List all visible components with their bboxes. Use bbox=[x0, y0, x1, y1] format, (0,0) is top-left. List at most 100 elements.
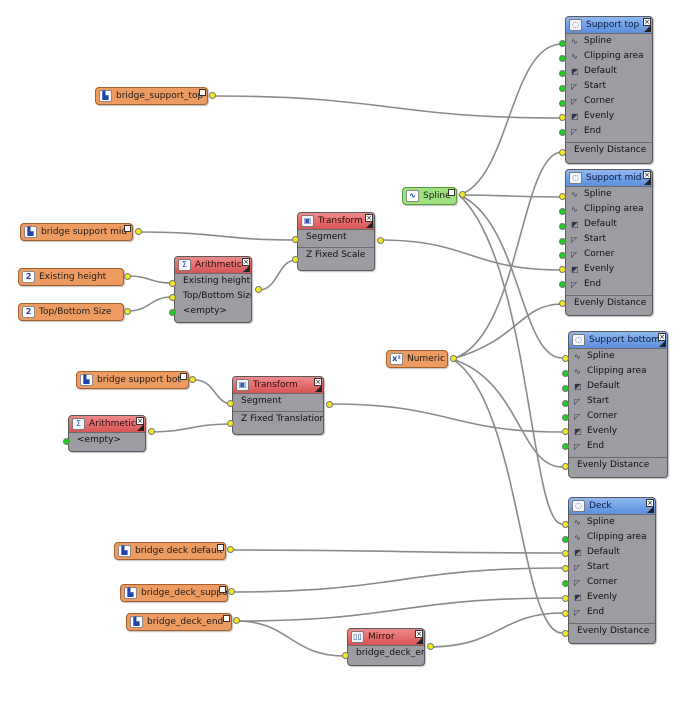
input-row[interactable]: ◸Corner bbox=[569, 409, 667, 424]
output-port[interactable] bbox=[377, 237, 384, 244]
input-row[interactable]: ∿Clipping area bbox=[569, 530, 655, 545]
output-port[interactable] bbox=[189, 376, 196, 383]
input-row[interactable]: ◸Start bbox=[569, 394, 667, 409]
value-existing-height[interactable]: 2 Existing height bbox=[18, 268, 124, 286]
input-row[interactable]: ◩Evenly bbox=[569, 590, 655, 605]
input-row[interactable]: Evenly Distance bbox=[569, 623, 655, 639]
input-port[interactable] bbox=[562, 610, 569, 617]
input-row[interactable]: <empty> bbox=[69, 433, 145, 448]
input-port[interactable] bbox=[559, 114, 566, 121]
input-port[interactable] bbox=[559, 223, 566, 230]
input-port[interactable] bbox=[292, 236, 299, 243]
node-mirror[interactable]: ▯▯ Mirror × bridge_deck_er bbox=[347, 628, 425, 666]
input-row[interactable]: Evenly Distance bbox=[566, 142, 652, 158]
input-port[interactable] bbox=[559, 70, 566, 77]
value-bridge-support-mid[interactable]: ▙ bridge support mid bbox=[20, 223, 133, 241]
input-port[interactable] bbox=[559, 266, 566, 273]
input-row[interactable]: ◩Default bbox=[566, 64, 652, 79]
input-row[interactable]: ◩Evenly bbox=[566, 109, 652, 124]
input-port[interactable] bbox=[562, 630, 569, 637]
input-port[interactable] bbox=[562, 370, 569, 377]
output-port[interactable] bbox=[124, 308, 131, 315]
node-header[interactable]: Σ Arithmetic × bbox=[69, 416, 145, 433]
value-bridge-support-bot[interactable]: ▙ bridge support bot bbox=[76, 371, 189, 389]
input-row[interactable]: ∿Spline bbox=[569, 349, 667, 364]
output-port[interactable] bbox=[135, 228, 142, 235]
collapse-icon[interactable] bbox=[647, 506, 654, 513]
collapse-icon[interactable] bbox=[366, 221, 373, 228]
input-port[interactable] bbox=[292, 256, 299, 263]
input-port[interactable] bbox=[559, 252, 566, 259]
node-header[interactable]: ◌ Support top × bbox=[566, 17, 652, 34]
input-row[interactable]: Evenly Distance bbox=[566, 295, 652, 311]
input-row[interactable]: Segment bbox=[298, 230, 374, 245]
input-port[interactable] bbox=[559, 208, 566, 215]
node-header[interactable]: ◌ Support bottom × bbox=[569, 332, 667, 349]
output-port[interactable] bbox=[233, 617, 240, 624]
output-port[interactable] bbox=[209, 92, 216, 99]
value-top-bottom-size[interactable]: 2 Top/Bottom Size bbox=[18, 303, 124, 321]
input-row[interactable]: ◸End bbox=[569, 439, 667, 454]
value-bridge-deck-default[interactable]: ▙ bridge deck default bbox=[114, 542, 226, 560]
input-row[interactable]: ◸End bbox=[566, 124, 652, 139]
close-icon[interactable] bbox=[448, 189, 455, 196]
input-port[interactable] bbox=[559, 238, 566, 245]
node-arithmetic[interactable]: Σ Arithmetic × <empty> bbox=[68, 415, 146, 452]
input-port[interactable] bbox=[562, 565, 569, 572]
input-row[interactable]: ◸End bbox=[569, 605, 655, 620]
input-port[interactable] bbox=[562, 550, 569, 557]
node-header[interactable]: ▣ Transform × bbox=[298, 213, 374, 230]
node-header[interactable]: ◌ Deck × bbox=[569, 498, 655, 515]
output-port[interactable] bbox=[326, 401, 333, 408]
close-icon[interactable] bbox=[124, 225, 131, 232]
collapse-icon[interactable] bbox=[644, 25, 651, 32]
input-row[interactable]: ◩Default bbox=[569, 379, 667, 394]
collapse-icon[interactable] bbox=[137, 424, 144, 431]
input-row[interactable]: ◩Evenly bbox=[566, 262, 652, 277]
input-port[interactable] bbox=[342, 652, 349, 659]
input-port[interactable] bbox=[559, 55, 566, 62]
node-transform-scale[interactable]: ▣ Transform × Segment Z Fixed Scale bbox=[297, 212, 375, 271]
input-port[interactable] bbox=[169, 309, 176, 316]
input-port[interactable] bbox=[562, 400, 569, 407]
collapse-icon[interactable] bbox=[416, 637, 423, 644]
node-arithmetic[interactable]: Σ Arithmetic × Existing height Top/Botto… bbox=[174, 256, 252, 323]
input-port[interactable] bbox=[559, 193, 566, 200]
node-header[interactable]: Σ Arithmetic × bbox=[175, 257, 251, 274]
input-row[interactable]: Segment bbox=[233, 394, 323, 409]
input-row[interactable]: ◸Start bbox=[566, 232, 652, 247]
value-spline[interactable]: ∿ Spline bbox=[402, 187, 457, 205]
value-bridge-deck-end[interactable]: ▙ bridge_deck_end bbox=[126, 613, 232, 631]
input-port[interactable] bbox=[559, 281, 566, 288]
input-row[interactable]: ◩Default bbox=[566, 217, 652, 232]
collapse-icon[interactable] bbox=[243, 265, 250, 272]
input-row[interactable]: Existing height bbox=[175, 274, 251, 289]
node-support-mid[interactable]: ◌ Support mid × ∿Spline ∿Clipping area ◩… bbox=[565, 169, 653, 316]
value-bridge-deck-support[interactable]: ▙ bridge_deck_support bbox=[120, 584, 228, 602]
input-port[interactable] bbox=[559, 40, 566, 47]
input-port[interactable] bbox=[559, 300, 566, 307]
input-row[interactable]: ∿Spline bbox=[569, 515, 655, 530]
close-icon[interactable] bbox=[180, 373, 187, 380]
input-port[interactable] bbox=[169, 294, 176, 301]
input-port[interactable] bbox=[227, 400, 234, 407]
input-row[interactable]: ∿Clipping area bbox=[566, 202, 652, 217]
output-port[interactable] bbox=[227, 546, 234, 553]
input-row[interactable]: bridge_deck_er bbox=[348, 646, 424, 661]
input-port[interactable] bbox=[559, 100, 566, 107]
close-icon[interactable] bbox=[223, 615, 230, 622]
input-port[interactable] bbox=[169, 280, 176, 287]
input-port[interactable] bbox=[63, 438, 70, 445]
node-support-top[interactable]: ◌ Support top × ∿Spline ∿Clipping area ◩… bbox=[565, 16, 653, 164]
input-port[interactable] bbox=[562, 355, 569, 362]
input-row[interactable]: Evenly Distance bbox=[569, 457, 667, 473]
collapse-icon[interactable] bbox=[315, 385, 322, 392]
input-port[interactable] bbox=[562, 595, 569, 602]
output-port[interactable] bbox=[255, 286, 262, 293]
input-port[interactable] bbox=[559, 149, 566, 156]
input-port[interactable] bbox=[559, 85, 566, 92]
close-icon[interactable] bbox=[199, 89, 206, 96]
collapse-icon[interactable] bbox=[644, 178, 651, 185]
output-port[interactable] bbox=[124, 273, 131, 280]
collapse-icon[interactable] bbox=[659, 340, 666, 347]
